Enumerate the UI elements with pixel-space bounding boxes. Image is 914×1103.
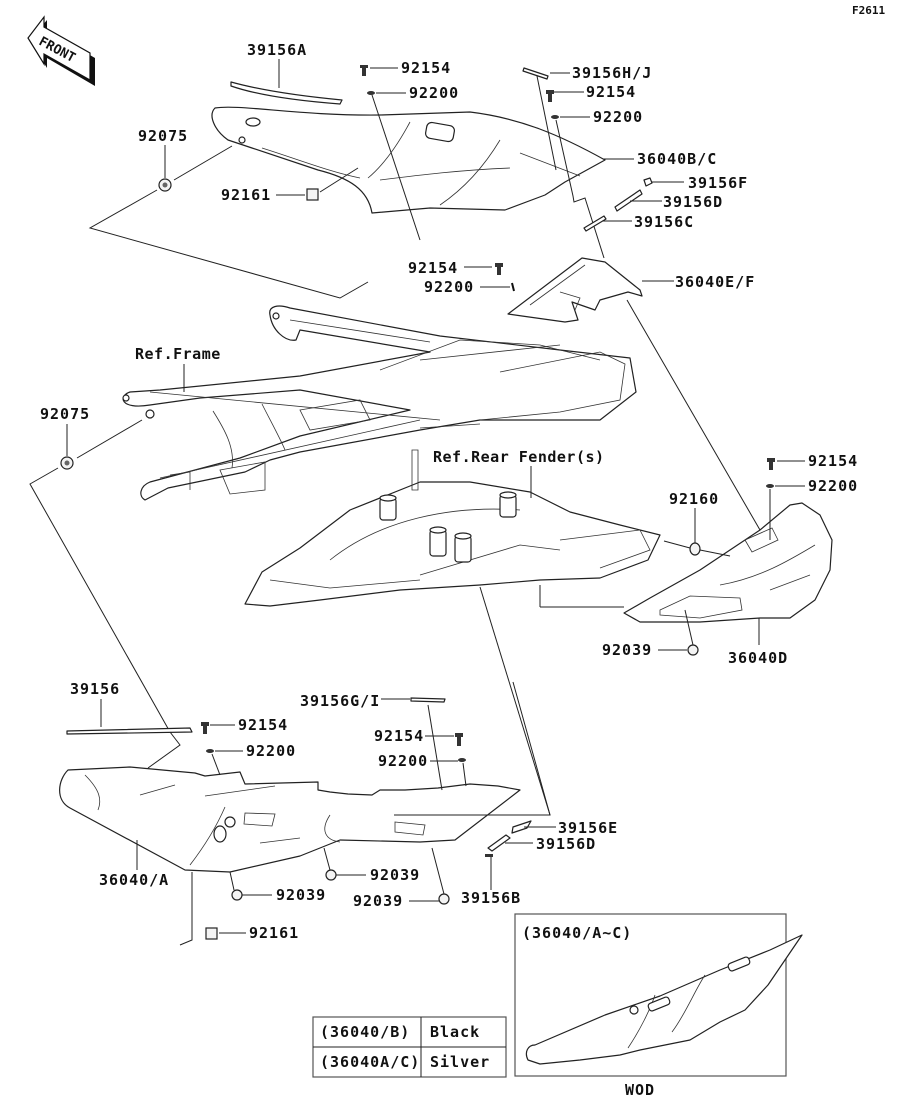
- table-cell-part: (36040/B): [320, 1023, 410, 1041]
- label-36040BC: 36040B/C: [637, 150, 717, 168]
- inset-panel: (36040/A~C) WOD: [514, 913, 803, 1099]
- label-92039-b2: 92039: [370, 866, 420, 884]
- upper-seat-cowl: [211, 106, 606, 214]
- stripe-39156E: [511, 820, 532, 834]
- bolt-icon: [495, 263, 503, 275]
- color-table: (36040/B) Black (36040A/C) Silver: [312, 1016, 507, 1078]
- label-92200-bl: 92200: [246, 742, 296, 760]
- label-39156D-top: 39156D: [663, 193, 723, 211]
- label-92154-top: 92154: [401, 59, 451, 77]
- bolt-icon: [546, 90, 554, 102]
- washer-icon: [458, 758, 466, 762]
- figure-code: F2611: [852, 4, 885, 17]
- table-cell-color: Black: [430, 1023, 480, 1041]
- nut-clip-icon: [205, 927, 218, 940]
- label-92075-mid: 92075: [40, 405, 90, 423]
- table-cell-part: (36040A/C): [320, 1053, 420, 1071]
- label-92200-br: 92200: [378, 752, 428, 770]
- label-36040D: 36040D: [728, 649, 788, 667]
- bolt-icon: [767, 458, 775, 470]
- label-92200-r: 92200: [808, 477, 858, 495]
- label-92161-bot: 92161: [249, 924, 299, 942]
- label-92075-top: 92075: [138, 127, 188, 145]
- stripe-39156: [66, 727, 193, 735]
- label-39156A: 39156A: [247, 41, 307, 59]
- label-36040EF: 36040E/F: [675, 273, 755, 291]
- label-39156F: 39156F: [688, 174, 748, 192]
- inset-title: (36040/A~C): [522, 924, 632, 942]
- front-arrow-icon: FRONT: [27, 15, 95, 86]
- label-ref-rear-fender: Ref.Rear Fender(s): [433, 448, 605, 466]
- label-92161-top: 92161: [221, 186, 271, 204]
- bolt-icon: [360, 65, 368, 76]
- label-92160: 92160: [669, 490, 719, 508]
- table-cell-color: Silver: [430, 1053, 490, 1071]
- rear-fender: [244, 449, 661, 607]
- clip-icon: [325, 869, 337, 881]
- label-39156GI: 39156G/I: [300, 692, 380, 710]
- tail-cover-36040D: [623, 502, 833, 623]
- tail-cover-36040EF: [507, 257, 643, 323]
- label-92039-b3: 92039: [353, 892, 403, 910]
- clip-icon: [231, 889, 243, 901]
- label-39156D-bot: 39156D: [536, 835, 596, 853]
- rubber-damper-icon: [689, 542, 701, 556]
- label-92039-b1: 92039: [276, 886, 326, 904]
- label-39156HJ: 39156H/J: [572, 64, 652, 82]
- clip-icon: [438, 893, 450, 905]
- washer-icon: [551, 115, 559, 119]
- label-92200-mid: 92200: [424, 278, 474, 296]
- clip-icon: [687, 644, 699, 656]
- label-92154-tr: 92154: [586, 83, 636, 101]
- label-ref-frame: Ref.Frame: [135, 345, 221, 363]
- stripe-39156D: [487, 834, 511, 852]
- label-92200-tr: 92200: [593, 108, 643, 126]
- label-92039-r: 92039: [602, 641, 652, 659]
- washer-icon: [766, 484, 774, 488]
- stripe-39156A: [230, 81, 343, 105]
- label-36040A: 36040/A: [99, 871, 169, 889]
- washer-icon: [206, 749, 214, 753]
- rear-frame: [122, 305, 637, 501]
- inset-caption: WOD: [625, 1081, 655, 1099]
- label-92154-br: 92154: [374, 727, 424, 745]
- stripe-39156GI: [410, 697, 446, 703]
- label-39156B: 39156B: [461, 889, 521, 907]
- label-92154-r: 92154: [808, 452, 858, 470]
- label-39156E: 39156E: [558, 819, 618, 837]
- label-39156C: 39156C: [634, 213, 694, 231]
- bolt-icon: [201, 722, 209, 734]
- label-92200-top: 92200: [409, 84, 459, 102]
- label-92154-bl: 92154: [238, 716, 288, 734]
- nut-clip-icon: [306, 188, 319, 201]
- side-cover-36040A: [59, 766, 521, 873]
- bolt-icon: [455, 733, 463, 746]
- washer-icon: [367, 91, 375, 95]
- label-92154-mid: 92154: [408, 259, 458, 277]
- label-39156: 39156: [70, 680, 120, 698]
